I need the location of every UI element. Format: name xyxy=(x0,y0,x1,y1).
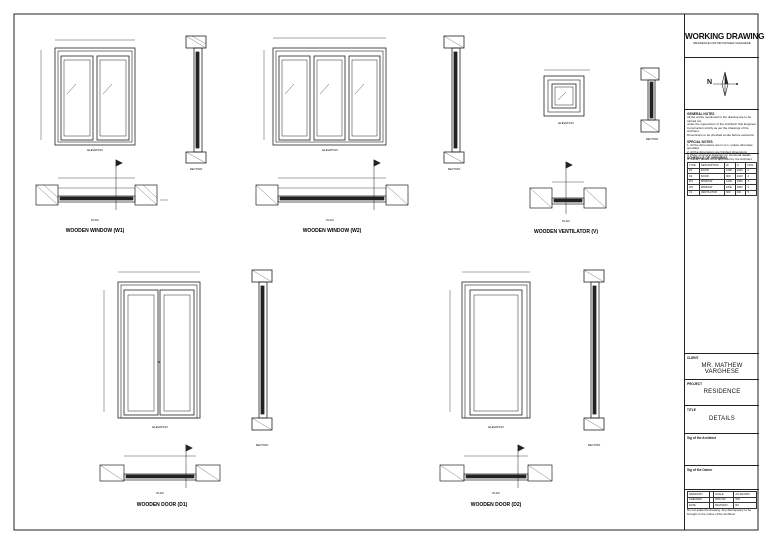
project-value: RESIDENCE xyxy=(703,389,741,395)
schedule-cell: VENTILATOR xyxy=(698,189,726,196)
w2-section xyxy=(443,35,465,164)
w2-elevation xyxy=(263,37,387,146)
schedule-cell: 600 xyxy=(724,189,736,196)
north-label: N xyxy=(707,79,713,86)
d1-elevation-label: ELEVATION xyxy=(152,425,167,429)
v1-plan-label: PLAN xyxy=(562,219,569,223)
d2-section-label: SECTION xyxy=(588,443,600,447)
notes-box: GENERAL NOTES All the works mentioned in… xyxy=(685,110,759,161)
footer-cell: DATE xyxy=(686,502,711,509)
owner-sig-label: Sig of the Owner xyxy=(687,468,713,472)
north-arrow-icon xyxy=(713,71,738,97)
footer-cell: R0 xyxy=(733,502,757,509)
w1-caption: WOODEN WINDOW (W1) xyxy=(66,228,125,234)
special-note-3: 3. Refer structural drawings for structu… xyxy=(687,153,751,158)
d1-elevation xyxy=(103,271,201,419)
drawing-subtitle: RESIDENCE FOR MR.MATHEW VARGHESE xyxy=(693,41,751,45)
w1-elevation-label: ELEVATION xyxy=(87,148,102,152)
footer-cell: SCALE xyxy=(713,491,735,498)
d2-section xyxy=(583,269,605,431)
footer-cell: REVISION xyxy=(713,502,735,509)
general-note-1: All the works mentioned in the drawing a… xyxy=(687,115,752,123)
d1-caption: WOODEN DOOR (D1) xyxy=(137,502,188,508)
project-box: PROJECT RESIDENCE xyxy=(685,380,759,406)
special-note-4: 4. Joinery details to be approved by the… xyxy=(687,156,752,161)
d2-plan-label: PLAN xyxy=(492,491,499,495)
drawing-title: WORKING DRAWING xyxy=(685,32,765,41)
special-notes-heading: SPECIAL NOTES xyxy=(687,139,713,144)
footer-cell: WD xyxy=(733,496,757,503)
w2-caption: WOODEN WINDOW (W2) xyxy=(303,228,362,234)
footer-cell: DRG NO. xyxy=(713,496,735,503)
client-label: CLIENT xyxy=(687,356,699,360)
schedule-cell: 5 xyxy=(745,189,757,196)
w1-elevation xyxy=(40,39,136,146)
architect-sig-box: Sig of the Architect xyxy=(685,434,759,466)
d1-section-label: SECTION xyxy=(256,443,268,447)
schedule-cell: V1 xyxy=(687,189,700,196)
v1-plan xyxy=(529,161,607,214)
title-box: TITLE DETAILS xyxy=(685,406,759,434)
title-label: TITLE xyxy=(687,408,696,412)
v1-elevation xyxy=(543,69,590,117)
sheet-border xyxy=(13,13,759,531)
v1-section-label: SECTION xyxy=(646,137,658,141)
w2-elevation-label: ELEVATION xyxy=(322,148,337,152)
general-note-3: Construction strictly as per the drawing… xyxy=(687,125,749,134)
general-note-4: Dimensions to be checked at site before … xyxy=(687,132,755,137)
w2-section-label: SECTION xyxy=(448,167,460,171)
d1-section xyxy=(251,269,273,431)
title-value: DETAILS xyxy=(709,416,735,422)
d2-caption: WOODEN DOOR (D2) xyxy=(471,502,522,508)
d1-plan xyxy=(99,444,221,488)
owner-sig-box: Sig of the Owner xyxy=(685,466,759,490)
general-note-2: under the supervision of the Architect/ … xyxy=(687,122,757,127)
w1-section xyxy=(185,35,207,164)
special-note-2: 2. All the dimensions are finished dimen… xyxy=(687,149,747,154)
title-block: WORKING DRAWING RESIDENCE FOR MR.MATHEW … xyxy=(684,14,765,530)
v1-elevation-label: ELEVATION xyxy=(558,121,573,125)
schedule-heading: SCHEDULE OF OPENINGS xyxy=(687,156,728,160)
w2-plan-label: PLAN xyxy=(326,218,333,222)
d2-plan xyxy=(439,444,553,488)
d1-plan-label: PLAN xyxy=(156,491,163,495)
general-notes-heading: GENERAL NOTES xyxy=(687,112,715,116)
w2-plan xyxy=(255,159,409,210)
footer-cell: AS SHOWN xyxy=(733,491,757,498)
schedule-cell: 600 xyxy=(734,189,747,196)
d2-elevation-label: ELEVATION xyxy=(488,425,503,429)
client-value: MR. MATHEW VARGHESE xyxy=(701,363,743,375)
w1-plan-label: PLAN xyxy=(91,218,98,222)
client-box: CLIENT MR. MATHEW VARGHESE xyxy=(685,354,759,380)
footer-cell: DRAWN BY xyxy=(686,491,711,498)
footer-cell: CHECKED xyxy=(686,496,711,503)
title-header: WORKING DRAWING RESIDENCE FOR MR.MATHEW … xyxy=(685,14,765,58)
v1-section xyxy=(640,67,660,133)
v1-caption: WOODEN VENTILATOR (V) xyxy=(534,229,598,235)
d2-elevation xyxy=(449,271,531,419)
project-label: PROJECT xyxy=(687,382,703,386)
architect-sig-label: Sig of the Architect xyxy=(687,436,717,440)
w1-plan xyxy=(35,159,168,210)
special-note-1: 1. All the dimensions are in mm, unless … xyxy=(687,142,753,151)
footer-note: Do not scale the drawing. Any discrepanc… xyxy=(687,508,752,516)
north-arrow-box: N xyxy=(685,58,759,110)
w1-section-label: SECTION xyxy=(190,167,202,171)
